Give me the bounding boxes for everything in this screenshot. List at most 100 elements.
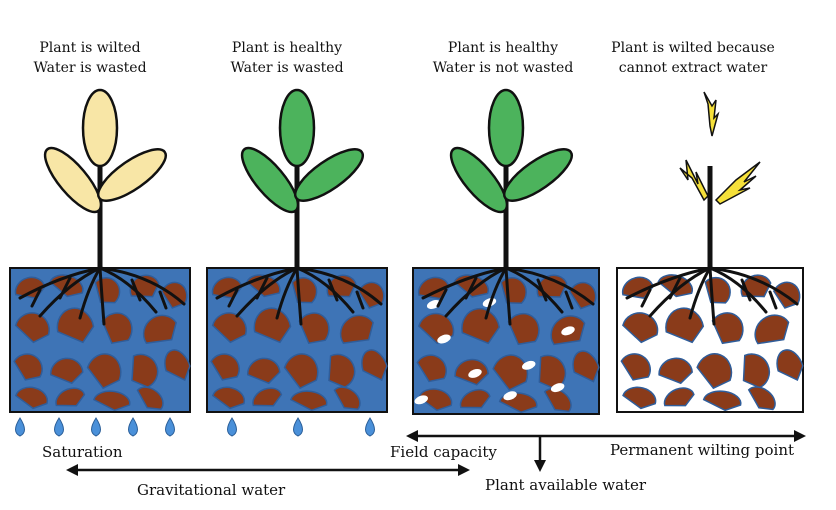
soil-particle-4-15 bbox=[622, 386, 657, 410]
soil-particle-3-14 bbox=[572, 350, 600, 383]
plant-1-root-5 bbox=[98, 266, 158, 314]
plant-1-root-1 bbox=[18, 266, 102, 300]
air-pocket-9 bbox=[468, 368, 482, 378]
soil-particle-1-7 bbox=[56, 307, 95, 344]
arrows bbox=[66, 430, 806, 476]
soil-particle-4-6 bbox=[622, 312, 659, 344]
plant-1-root-2 bbox=[38, 266, 102, 318]
water-drop-icon-1-4 bbox=[128, 417, 138, 437]
permanent-wilting-point-label: Permanent wilting point bbox=[610, 441, 795, 459]
soil-particle-2-14 bbox=[361, 349, 388, 382]
soil-particle-4-7 bbox=[665, 307, 705, 344]
panel-4-caption-line1: Plant is wilted because bbox=[611, 40, 775, 56]
panel-2-caption-line2: Water is wasted bbox=[230, 60, 344, 76]
soil-particle-1-18 bbox=[136, 386, 164, 410]
plant-4-top-bolt bbox=[703, 91, 720, 137]
plant-1-root-8 bbox=[130, 278, 142, 302]
panel-1-caption: Plant is wilted Water is wasted bbox=[0, 38, 190, 78]
panel-2 bbox=[206, 88, 388, 437]
soil-particle-2-7 bbox=[253, 307, 292, 344]
soil-particle-4-4 bbox=[740, 274, 772, 298]
soil-particle-4-11 bbox=[658, 357, 693, 385]
soil-particle-4-9 bbox=[754, 314, 790, 345]
soil-particle-4-14 bbox=[776, 349, 804, 382]
plant-3-root-6 bbox=[504, 266, 595, 306]
panel-1 bbox=[9, 88, 191, 437]
soil-particle-1-16 bbox=[55, 387, 86, 407]
soil-particle-2-13 bbox=[328, 353, 356, 388]
water-drop-icon-1-1 bbox=[15, 417, 25, 437]
soil-particle-3-8 bbox=[507, 312, 540, 346]
plant-1-right-leaf bbox=[97, 148, 167, 202]
plant-2-root-7 bbox=[255, 276, 269, 300]
soil-particle-1-9 bbox=[142, 314, 177, 344]
soil-particle-2-17 bbox=[290, 390, 328, 412]
soil-particle-2-9 bbox=[339, 314, 374, 344]
plant-4-root-1 bbox=[625, 266, 712, 300]
soil-particle-4-17 bbox=[702, 390, 742, 412]
plant-2-root-4 bbox=[295, 266, 303, 326]
water-drop-icon-2-2 bbox=[293, 417, 303, 437]
plant-4-root-8 bbox=[740, 278, 752, 302]
soil-particle-1-10 bbox=[13, 353, 43, 381]
plant-2-root-9 bbox=[227, 288, 239, 308]
plant-3-root-1 bbox=[421, 266, 508, 300]
soil-particle-3-18 bbox=[543, 388, 572, 413]
plant-4-root-3 bbox=[688, 266, 712, 320]
air-pocket-8 bbox=[503, 391, 517, 401]
water-drop-icon-1-3 bbox=[91, 417, 101, 437]
plant-1-root-7 bbox=[58, 276, 72, 300]
plant-available-water-label: Plant available water bbox=[485, 476, 647, 494]
arrowhead-left-icon bbox=[406, 430, 418, 442]
soil-particle-1-12 bbox=[86, 353, 122, 390]
soil-particle-4-12 bbox=[696, 353, 733, 390]
panel-4-caption: Plant is wilted because cannot extract w… bbox=[593, 38, 793, 78]
plant-2-root-6 bbox=[295, 266, 383, 306]
water-drop-icon-2-1 bbox=[227, 417, 237, 437]
soil-particle-1-8 bbox=[101, 312, 133, 345]
soil-particle-4-8 bbox=[711, 312, 744, 345]
plant-4-root-9 bbox=[640, 288, 652, 308]
soil-particle-1-15 bbox=[14, 386, 49, 410]
air-pocket-5 bbox=[522, 360, 536, 370]
soil-particle-3-15 bbox=[418, 388, 453, 412]
air-pocket-4 bbox=[437, 334, 451, 344]
plant-3-root-9 bbox=[436, 288, 448, 308]
plant-2-right-leaf bbox=[294, 148, 364, 202]
panel-3 bbox=[412, 88, 600, 415]
plant-1-root-3 bbox=[78, 266, 102, 320]
soil-particle-2-16 bbox=[252, 387, 283, 407]
soil-particle-2-15 bbox=[211, 386, 246, 410]
arrowhead-right-icon bbox=[794, 430, 806, 442]
plant-3-top-leaf bbox=[487, 88, 525, 168]
gravitational-arrowhead-right-icon bbox=[458, 464, 470, 476]
plant-2-root-3 bbox=[275, 266, 299, 320]
plant-3-root-5 bbox=[504, 266, 564, 314]
gravitational-water-label: Gravitational water bbox=[137, 481, 286, 499]
field-capacity-label: Field capacity bbox=[390, 443, 497, 461]
water-drop-icon-2-3 bbox=[365, 417, 375, 437]
air-pocket-6 bbox=[550, 383, 565, 393]
soil-particle-2-10 bbox=[210, 353, 240, 381]
plant-4-root-2 bbox=[648, 266, 712, 318]
plant-2-left-leaf bbox=[240, 146, 300, 214]
soil-particle-1-13 bbox=[131, 353, 159, 388]
plant-1-root-9 bbox=[30, 288, 42, 308]
plant-3-left-leaf bbox=[449, 146, 509, 214]
plant-2-root-2 bbox=[235, 266, 299, 318]
plant-4-left-bolt bbox=[679, 159, 709, 202]
panel-2-caption-line1: Plant is healthy bbox=[231, 40, 343, 56]
soil-particle-3-7 bbox=[461, 307, 501, 345]
plant-2-root-10 bbox=[355, 290, 365, 310]
plant-3-root-8 bbox=[536, 278, 548, 302]
plant-4-root-10 bbox=[768, 290, 778, 310]
soil-particle-1-14 bbox=[164, 349, 191, 382]
plant-4-root-4 bbox=[708, 266, 716, 326]
soil-particle-1-11 bbox=[50, 357, 84, 385]
panel-3-caption-line1: Plant is healthy bbox=[447, 40, 559, 56]
panel-3-caption: Plant is healthy Water is not wasted bbox=[403, 38, 603, 78]
plant-1-root-4 bbox=[98, 266, 106, 326]
saturation-label: Saturation bbox=[42, 443, 123, 461]
